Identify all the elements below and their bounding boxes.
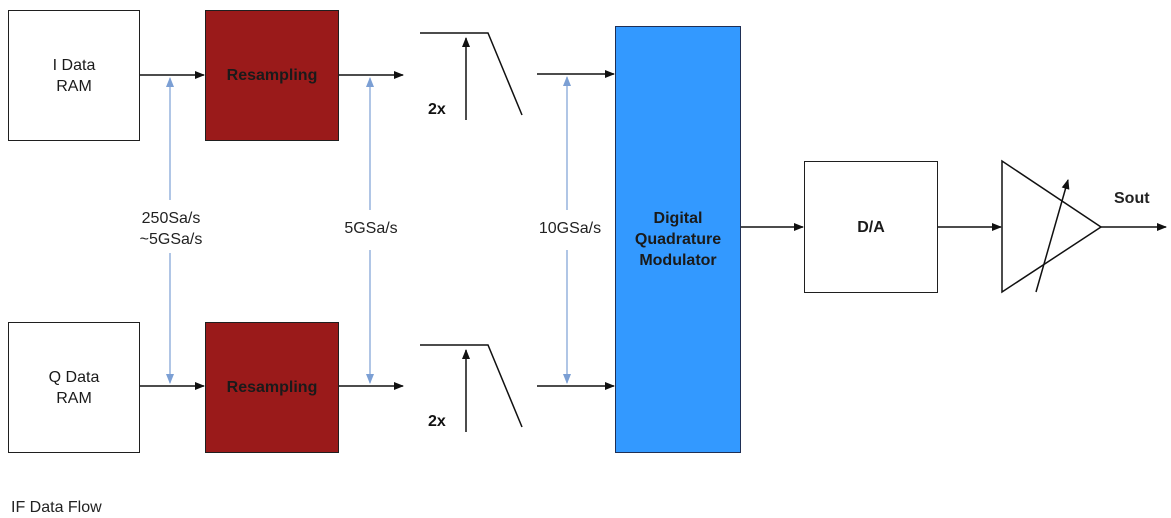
i-data-ram-block: I Data RAM	[8, 10, 140, 141]
resampling-q-block: Resampling	[205, 322, 339, 453]
digital-quadrature-modulator-block: Digital Quadrature Modulator	[615, 26, 741, 453]
resampling-q-label: Resampling	[226, 379, 318, 396]
resampling-i-block: Resampling	[205, 10, 339, 141]
filter-q-factor: 2x	[428, 413, 446, 430]
i-data-ram-label: I Data RAM	[52, 56, 96, 95]
q-data-ram-label: Q Data RAM	[48, 368, 100, 407]
rate-label-input: 250Sa/s ~5GSa/s	[128, 208, 214, 250]
filter-i-block	[404, 10, 538, 141]
dac-label: D/A	[857, 218, 885, 236]
filter-i-factor: 2x	[428, 101, 446, 118]
output-label: Sout	[1114, 190, 1150, 207]
dac-block: D/A	[804, 161, 938, 293]
resampling-i-label: Resampling	[226, 67, 318, 84]
q-data-ram-block: Q Data RAM	[8, 322, 140, 453]
rate-label-resampled: 5GSa/s	[338, 218, 404, 239]
modulator-label: Digital Quadrature Modulator	[634, 210, 722, 269]
filter-q-block	[404, 322, 538, 453]
diagram-caption: IF Data Flow	[11, 499, 102, 516]
rate-label-interpolated: 10GSa/s	[530, 218, 610, 239]
amplifier-icon	[1001, 159, 1103, 294]
